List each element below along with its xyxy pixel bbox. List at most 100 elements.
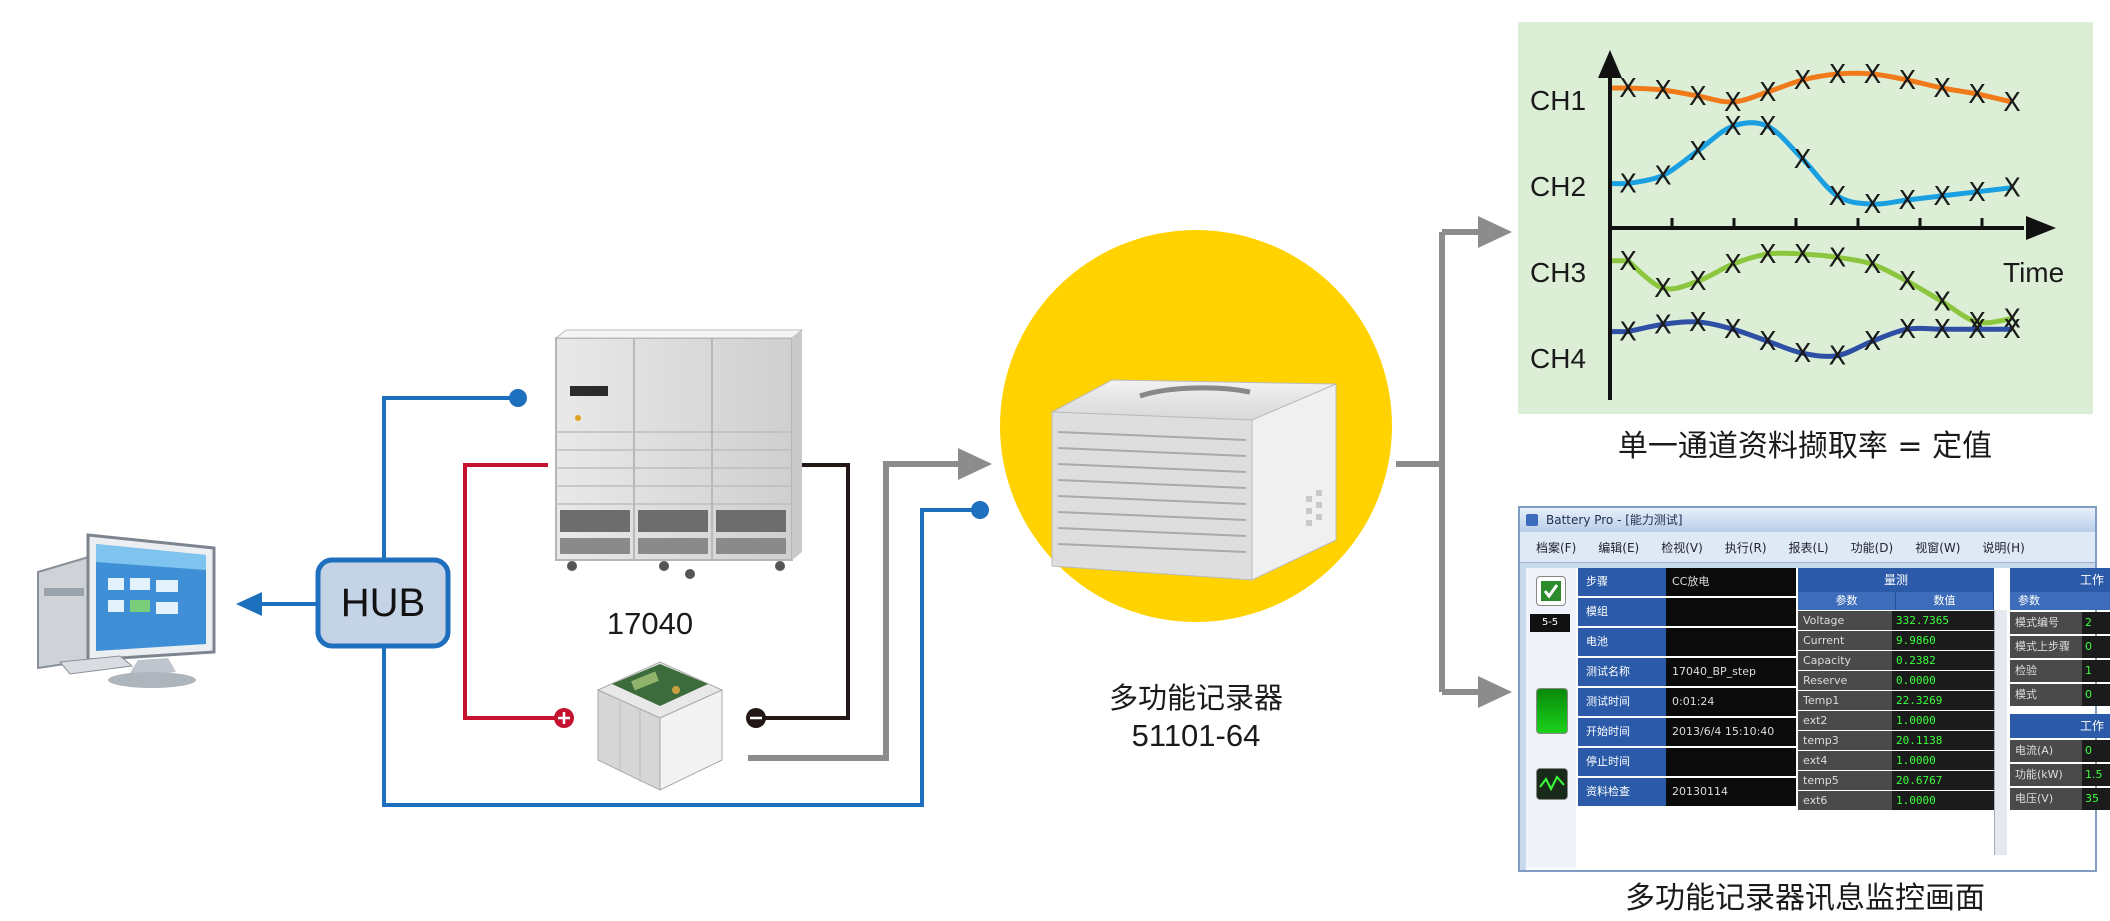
side-index: 5-5 (1530, 614, 1570, 632)
battery-pack-image (596, 661, 724, 791)
row-value: 0 (2082, 636, 2110, 658)
row-value: 2 (2082, 612, 2110, 634)
data-point-marker: X (1619, 247, 1637, 277)
check-icon[interactable] (1536, 576, 1566, 606)
data-point-marker: X (1654, 76, 1672, 106)
measurement-scrollbar[interactable] (1994, 610, 2007, 855)
row-value: 0 (2082, 684, 2110, 706)
parameter-value (1666, 598, 1796, 626)
x-axis-label: Time (2003, 257, 2064, 288)
row-value: 35 (2082, 788, 2110, 810)
data-point-marker: X (1689, 137, 1707, 167)
row-key: 功能(kW) (2010, 764, 2082, 786)
data-point-marker: X (1829, 182, 1847, 212)
row-value: 9.9860 (1892, 631, 1994, 650)
monitor-titlebar: Battery Pro - [能力测试] (1520, 508, 2095, 532)
data-point-marker: X (1829, 60, 1847, 90)
row-key: 电流(A) (2010, 740, 2082, 762)
row-key: 模式上步骤 (2010, 636, 2082, 658)
row-key: 模式编号 (2010, 612, 2082, 634)
row-key: ext2 (1798, 711, 1892, 730)
menu-item[interactable]: 执行(R) (1724, 540, 1767, 555)
chart-caption: 单一通道资料撷取率 = 定值 (1618, 429, 1992, 464)
series-line-ch3 (1608, 250, 2013, 326)
parameter-value: 0:01:24 (1666, 688, 1796, 716)
row-value: 22.3269 (1892, 691, 1994, 710)
data-point-marker: X (1863, 327, 1881, 357)
battery-status-icon[interactable] (1536, 688, 1568, 734)
menu-item[interactable]: 功能(D) (1850, 540, 1894, 555)
row-value: 20.1138 (1892, 731, 1994, 750)
menu-item[interactable]: 视窗(W) (1915, 540, 1961, 555)
row-value: 1.0000 (1892, 711, 1994, 730)
gray-line-battery-to-recorder (748, 461, 966, 761)
data-point-marker: X (2003, 315, 2021, 345)
data-point-marker: X (1619, 318, 1637, 348)
menu-item[interactable]: 编辑(E) (1598, 540, 1640, 555)
parameter-key: 停止时间 (1578, 748, 1666, 776)
measurement-title: 量测 (1798, 568, 1994, 592)
data-point-marker: X (1759, 78, 1777, 108)
row-value: 1 (2082, 660, 2110, 682)
gray-arrowhead-monitor (1478, 676, 1512, 708)
data-point-marker: X (1829, 243, 1847, 273)
data-point-marker: X (1619, 74, 1637, 104)
parameter-value (1666, 628, 1796, 656)
data-point-marker: X (1724, 112, 1742, 142)
menu-item[interactable]: 说明(H) (1982, 540, 2025, 555)
row-value: 1.0000 (1892, 751, 1994, 770)
recorder-name-label: 多功能记录器 (1109, 681, 1283, 715)
data-point-marker: X (1794, 66, 1812, 96)
data-point-marker: X (1654, 274, 1672, 304)
menu-item[interactable]: 档案(F) (1536, 540, 1577, 555)
parameter-row: 模组 (1578, 598, 1796, 626)
row-value: 0.2382 (1892, 651, 1994, 670)
data-point-marker: X (1829, 342, 1847, 372)
work-title: 工作 (2010, 568, 2110, 592)
table-row: 电压(V)35 (2010, 788, 2110, 810)
row-key: 模式 (2010, 684, 2082, 706)
gray-arrowhead-recorder (958, 448, 992, 480)
row-key: Capacity (1798, 651, 1892, 670)
data-point-marker: X (2003, 88, 2021, 118)
row-key: Current (1798, 631, 1892, 650)
positive-terminal-icon (554, 708, 574, 728)
monitor-side-column: 5-5 (1526, 568, 1576, 868)
negative-terminal-icon (746, 708, 766, 728)
monitor-title: Battery Pro - [能力测试] (1546, 513, 1683, 527)
parameter-value: 20130114 (1666, 778, 1796, 806)
data-point-marker: X (1689, 308, 1707, 338)
x-axis-arrowhead (2026, 216, 2056, 240)
row-key: temp5 (1798, 771, 1892, 790)
data-point-marker: X (1968, 315, 1986, 345)
series-line-ch2 (1608, 120, 2013, 207)
parameter-value: 2013/6/4 15:10:40 (1666, 718, 1796, 746)
data-point-marker: X (1794, 145, 1812, 175)
parameter-key: 开始时间 (1578, 718, 1666, 746)
data-point-marker: X (1654, 310, 1672, 340)
menu-item[interactable]: 报表(L) (1788, 540, 1829, 555)
waveform-icon[interactable] (1536, 768, 1568, 800)
data-point-marker: X (1863, 60, 1881, 90)
recorder-model-label: 51101-64 (1132, 718, 1261, 753)
power-cabinet-image (554, 329, 804, 579)
row-key: 检验 (2010, 660, 2082, 682)
row-key: 电压(V) (2010, 788, 2082, 810)
monitor-caption: 多功能记录器讯息监控画面 (1625, 881, 1985, 916)
hub-to-pc-arrowhead (236, 592, 262, 616)
data-point-marker: X (2003, 174, 2021, 204)
parameter-value: 17040_BP_step (1666, 658, 1796, 686)
menu-item[interactable]: 检视(V) (1661, 540, 1703, 555)
